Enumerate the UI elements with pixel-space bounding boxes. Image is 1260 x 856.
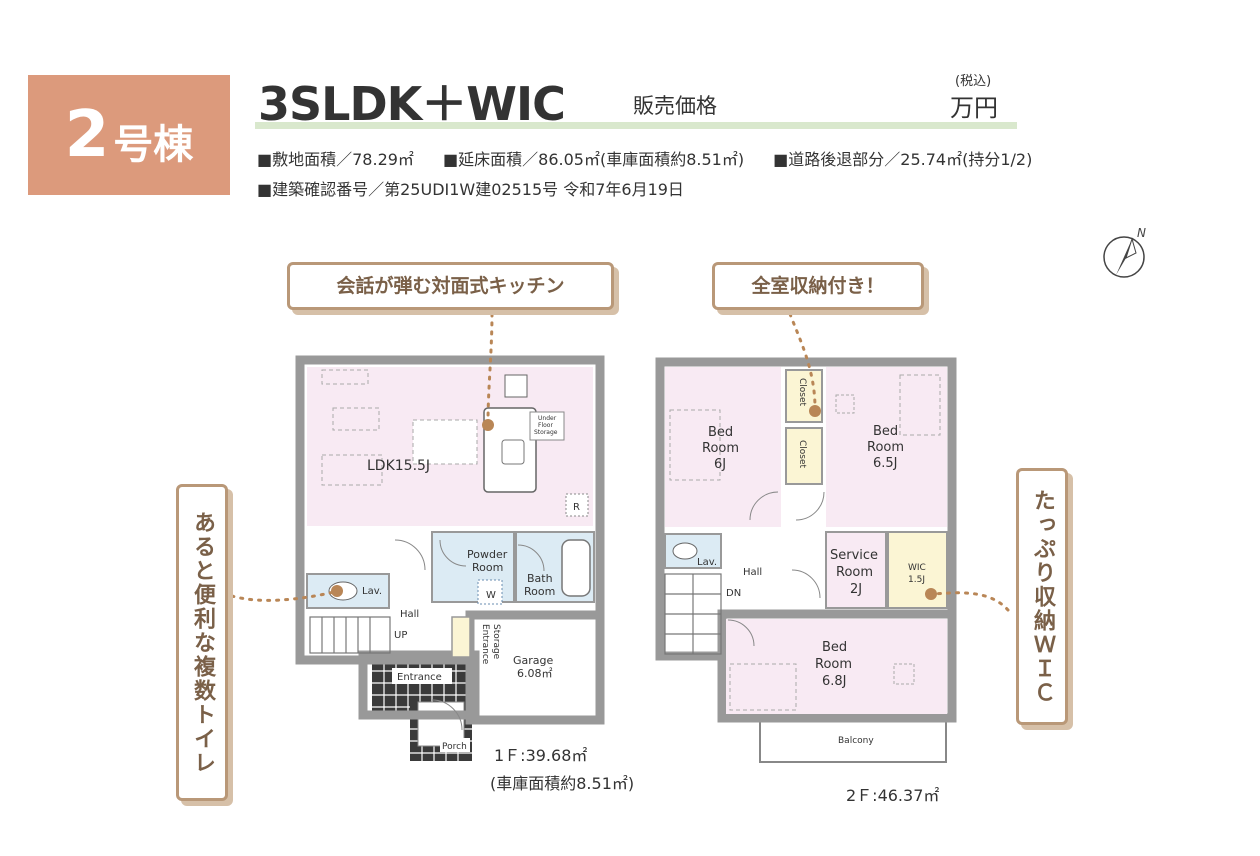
powder-2: Room [472, 561, 503, 574]
land-area: ■敷地面積／78.29㎡ [257, 150, 414, 169]
entrance-label: Entrance [397, 672, 442, 683]
bath-1: Bath [527, 572, 553, 585]
bed3-3: 6.8J [822, 674, 847, 689]
bed1-3: 6J [714, 457, 726, 472]
porch-label: Porch [442, 742, 467, 752]
garage-1: Garage [513, 654, 554, 667]
garage-2: 6.08㎡ [517, 667, 553, 680]
wic-2: 1.5J [908, 575, 925, 585]
refrigerator-label: R [573, 502, 580, 513]
hall-label-1f: Hall [400, 609, 419, 620]
closet2-label: Closet [797, 440, 807, 469]
bed1-2: Room [702, 441, 739, 456]
floor2-plan: Bed Room 6J Bed Room 6.5J Service Room 2… [655, 357, 957, 763]
washer-label: W [486, 590, 496, 601]
bed2-3: 6.5J [873, 456, 898, 471]
price-unit: 万円 [950, 94, 998, 122]
road-setback: ■道路後退部分／25.74㎡(持分1/2) [773, 150, 1033, 169]
garage-area-note: (車庫面積約8.51㎡) [490, 774, 635, 793]
lav-label-2f: Lav. [697, 557, 717, 568]
service-3: 2J [850, 582, 862, 597]
floor1-plan: LDK15.5J Under Floor Storage R Powder Ro… [295, 355, 605, 761]
bath-2: Room [524, 585, 555, 598]
entrance-storage-2: Storage [491, 624, 501, 660]
floor-area: ■延床面積／86.05㎡(車庫面積約8.51㎡) [443, 150, 745, 169]
service-1: Service [830, 548, 878, 563]
bed2-1: Bed [873, 424, 898, 439]
hall-label-2f: Hall [743, 567, 762, 578]
bed2-2: Room [867, 440, 904, 455]
entrance-storage-1: Entrance [480, 624, 490, 665]
under-floor-1: Under [538, 415, 557, 422]
header-rule [255, 122, 1017, 129]
storage-callout: 全室収納付き！ [712, 262, 924, 310]
toilets-callout: あると便利な複数トイレ [176, 484, 228, 801]
spec-line-1: ■敷地面積／78.29㎡ ■延床面積／86.05㎡(車庫面積約8.51㎡) ■道… [257, 146, 1056, 170]
bed1-1: Bed [708, 425, 733, 440]
kitchen-callout: 会話が弾む対面式キッチン [287, 262, 614, 310]
building-number: 2 [64, 98, 110, 172]
price-label: 販売価格 [633, 94, 717, 118]
building-number-badge: 2 号棟 [28, 75, 230, 195]
service-2: Room [836, 565, 873, 580]
ldk-label: LDK15.5J [367, 458, 430, 474]
wic-1: WIC [908, 563, 926, 573]
tax-note: (税込) [955, 74, 992, 89]
floor2-area: 2Ｆ:46.37㎡ [846, 786, 940, 805]
wic-callout: たっぷり収納ＷＩＣ [1016, 468, 1068, 725]
under-floor-2: Floor [538, 422, 553, 429]
compass-north: N [1137, 226, 1146, 240]
building-unit: 号棟 [113, 122, 194, 168]
under-floor-3: Storage [534, 429, 558, 436]
spec-line-2: ■建築確認番号／第25UDI1W建02515号 令和7年6月19日 [257, 176, 708, 200]
closet1-label: Closet [797, 378, 807, 407]
balcony-label: Balcony [838, 736, 874, 746]
powder-1: Powder [467, 548, 508, 561]
bed3-1: Bed [822, 640, 847, 655]
permit-number: ■建築確認番号／第25UDI1W建02515号 令和7年6月19日 [257, 180, 684, 199]
dn-label: DN [726, 588, 741, 599]
compass-icon: N [1103, 226, 1146, 278]
lav-label-1f: Lav. [362, 586, 382, 597]
bed3-2: Room [815, 657, 852, 672]
floor1-area: 1Ｆ:39.68㎡ [494, 746, 588, 765]
up-label: UP [394, 630, 407, 641]
